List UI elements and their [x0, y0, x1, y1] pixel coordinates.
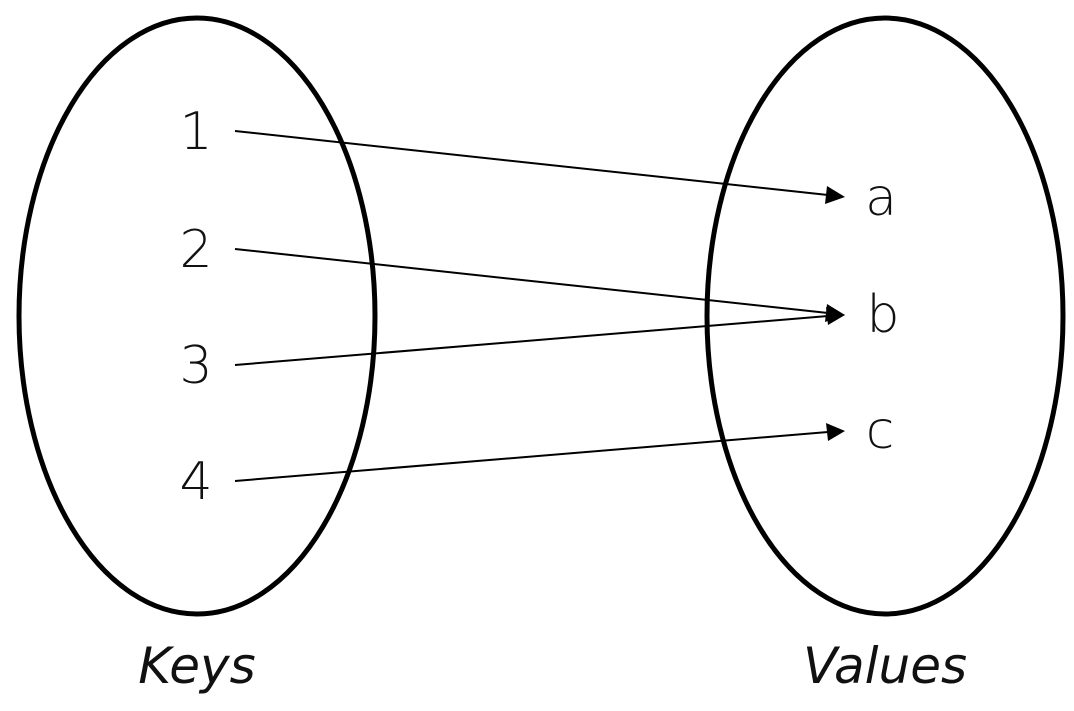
arrow-1-to-a: [234, 130, 829, 196]
key-element-2: 2: [179, 220, 212, 280]
key-element-1: 1: [179, 102, 212, 162]
value-elements: a b c: [865, 168, 899, 461]
arrow-2-to-b: [234, 248, 829, 314]
arrow-head-4-to-c: [826, 423, 845, 441]
mapping-arrows: [234, 130, 845, 482]
key-elements: 1 2 3 4: [179, 102, 212, 512]
key-element-3: 3: [179, 336, 212, 396]
keys-set-ellipse: [16, 15, 378, 617]
arrow-3-to-b: [234, 315, 829, 366]
values-caption: Values: [803, 637, 967, 695]
arrow-head-1-to-a: [825, 186, 845, 204]
value-element-c: c: [866, 401, 895, 461]
value-element-a: a: [865, 168, 897, 228]
keys-caption: Keys: [138, 637, 255, 695]
values-set-ellipse: [704, 15, 1066, 617]
arrow-head-3-to-b: [826, 307, 845, 325]
key-element-4: 4: [179, 452, 212, 512]
arrow-4-to-c: [234, 431, 829, 482]
value-element-b: b: [866, 285, 899, 345]
